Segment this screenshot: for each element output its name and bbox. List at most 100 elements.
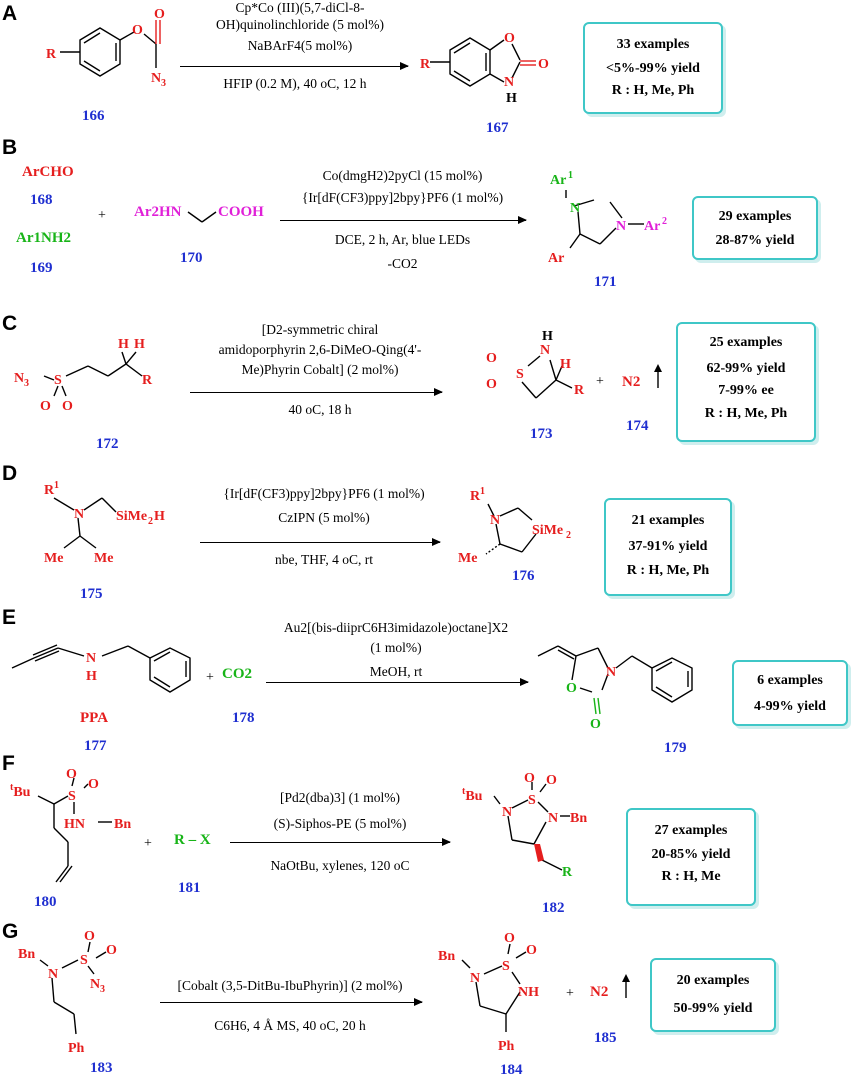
svg-text:N: N	[502, 805, 512, 820]
compound-label-179: 179	[664, 740, 687, 756]
panel-letter-g: G	[2, 920, 19, 943]
conditions-c-line4: 40 oC, 18 h	[288, 402, 352, 417]
compound-label-180: 180	[34, 894, 57, 910]
svg-text:2: 2	[566, 530, 571, 541]
box-g-examples: 20 examples	[676, 973, 750, 988]
box-e-examples: 6 examples	[757, 673, 823, 688]
reaction-arrow-c	[190, 388, 443, 396]
svg-text:S: S	[68, 789, 76, 804]
svg-text:Bn: Bn	[114, 817, 131, 832]
conditions-a-line2: OH)quinolinchloride (5 mol%)	[216, 17, 384, 32]
box-f-yield: 20-85% yield	[651, 847, 731, 863]
svg-text:2: 2	[662, 216, 667, 227]
svg-text:N: N	[48, 967, 58, 982]
conditions-f-line2: (S)-Siphos-PE (5 mol%)	[273, 816, 407, 831]
svg-text:O: O	[566, 681, 577, 696]
svg-text:Bn: Bn	[570, 811, 587, 826]
plus-sign: +	[144, 836, 152, 851]
svg-text:R: R	[44, 483, 55, 498]
conditions-f-line1: [Pd2(dba)3] (1 mol%)	[280, 790, 400, 805]
box-g-yield: 50-99% yield	[673, 1001, 753, 1017]
reagent-cooh: COOH	[218, 204, 264, 220]
svg-text:H: H	[506, 91, 517, 106]
svg-text:Ar: Ar	[550, 173, 566, 188]
svg-text:O: O	[486, 377, 497, 392]
compound-label-172: 172	[96, 436, 119, 452]
svg-text:tBu: tBu	[462, 786, 483, 804]
compound-label-170: 170	[180, 250, 203, 266]
compound-label-167: 167	[486, 120, 509, 136]
svg-text:H: H	[542, 329, 553, 344]
svg-text:N: N	[540, 343, 550, 358]
svg-text:N: N	[548, 811, 558, 826]
plus-sign: +	[98, 208, 106, 223]
box-a-yield: <5%-99% yield	[606, 61, 700, 77]
propargylamine-structure: NH	[11, 644, 191, 693]
conditions-c-line1: [D2-symmetric chiral	[261, 322, 379, 337]
oxazolidinone-structure: O N O	[537, 645, 693, 732]
compound-label-173: 173	[530, 426, 553, 442]
svg-text:R: R	[46, 47, 57, 62]
svg-text:Ph: Ph	[498, 1039, 515, 1054]
svg-text:N: N	[616, 219, 626, 234]
cyclic-sulfamide-structure: NH S OO H R	[486, 329, 585, 399]
conditions-b-line2: {Ir[dF(CF3)ppy]2bpy}PF6 (1 mol%)	[301, 190, 504, 205]
result-box-g: 20 examples 50-99% yield	[650, 958, 776, 1032]
svg-text:tBu: tBu	[10, 782, 31, 800]
svg-text:S: S	[516, 367, 524, 382]
svg-text:S: S	[54, 373, 62, 388]
compound-label-184: 184	[500, 1062, 523, 1078]
compound-label-177: 177	[84, 738, 107, 754]
result-box-f: 27 examples 20-85% yield R : H, Me	[626, 808, 756, 906]
compound-label-183: 183	[90, 1060, 113, 1076]
compound-label-168: 168	[30, 192, 53, 208]
box-d-yield: 37-91% yield	[628, 539, 708, 555]
benzoxazolone-structure: O N H O R	[420, 31, 549, 106]
box-f-substituents: R : H, Me	[661, 869, 721, 885]
reactant-name-ppa: PPA	[80, 710, 109, 726]
svg-text:R: R	[562, 865, 573, 880]
svg-text:Me: Me	[94, 551, 113, 566]
svg-text:N: N	[90, 977, 100, 992]
compound-label-169: 169	[30, 260, 53, 276]
conditions-b-line3: DCE, 2 h, Ar, blue LEDs	[334, 232, 471, 247]
conditions-d-line1: {Ir[dF(CF3)ppy]2bpy}PF6 (1 mol%)	[223, 486, 425, 501]
box-c-ee: 7-99% ee	[718, 383, 774, 399]
svg-text:3: 3	[161, 78, 166, 89]
plus-sign: +	[596, 374, 604, 389]
conditions-e-line2: (1 mol%)	[370, 640, 422, 655]
svg-text:N: N	[570, 201, 580, 216]
svg-text:S: S	[528, 793, 536, 808]
reaction-arrow-f	[230, 838, 451, 846]
svg-text:N: N	[151, 71, 161, 86]
compound-label-174: 174	[626, 418, 649, 434]
conditions-g-line2: C6H6, 4 Å MS, 40 oC, 20 h	[214, 1018, 366, 1033]
reaction-arrow-a	[180, 62, 409, 70]
svg-text:Bn: Bn	[438, 949, 455, 964]
allyl-sulfamide-structure: tBu S OO HN Bn	[10, 767, 131, 883]
svg-text:1: 1	[54, 480, 59, 491]
compound-label-166: 166	[82, 108, 105, 124]
svg-text:H: H	[560, 357, 571, 372]
svg-text:SiMe: SiMe	[532, 523, 563, 538]
svg-text:1: 1	[568, 170, 573, 181]
conditions-f-line3: NaOtBu, xylenes, 120 oC	[270, 858, 410, 873]
svg-text:O: O	[538, 57, 549, 72]
svg-text:O: O	[84, 929, 95, 944]
svg-text:S: S	[80, 953, 88, 968]
svg-text:N: N	[470, 971, 480, 986]
result-box-d: 21 examples 37-91% yield R : H, Me, Ph	[604, 498, 732, 596]
svg-text:H: H	[134, 337, 145, 352]
cyclic-sulfamide-product-structure: Bn N S OO NH Ph	[438, 931, 539, 1054]
reagent-ar2hn: Ar2HN	[134, 204, 182, 220]
panel-letter-b: B	[2, 136, 18, 159]
svg-text:O: O	[546, 773, 557, 788]
panel-letter-d: D	[2, 462, 18, 485]
reaction-arrow-g	[160, 998, 423, 1006]
glycine-derivative-structure	[187, 211, 217, 223]
